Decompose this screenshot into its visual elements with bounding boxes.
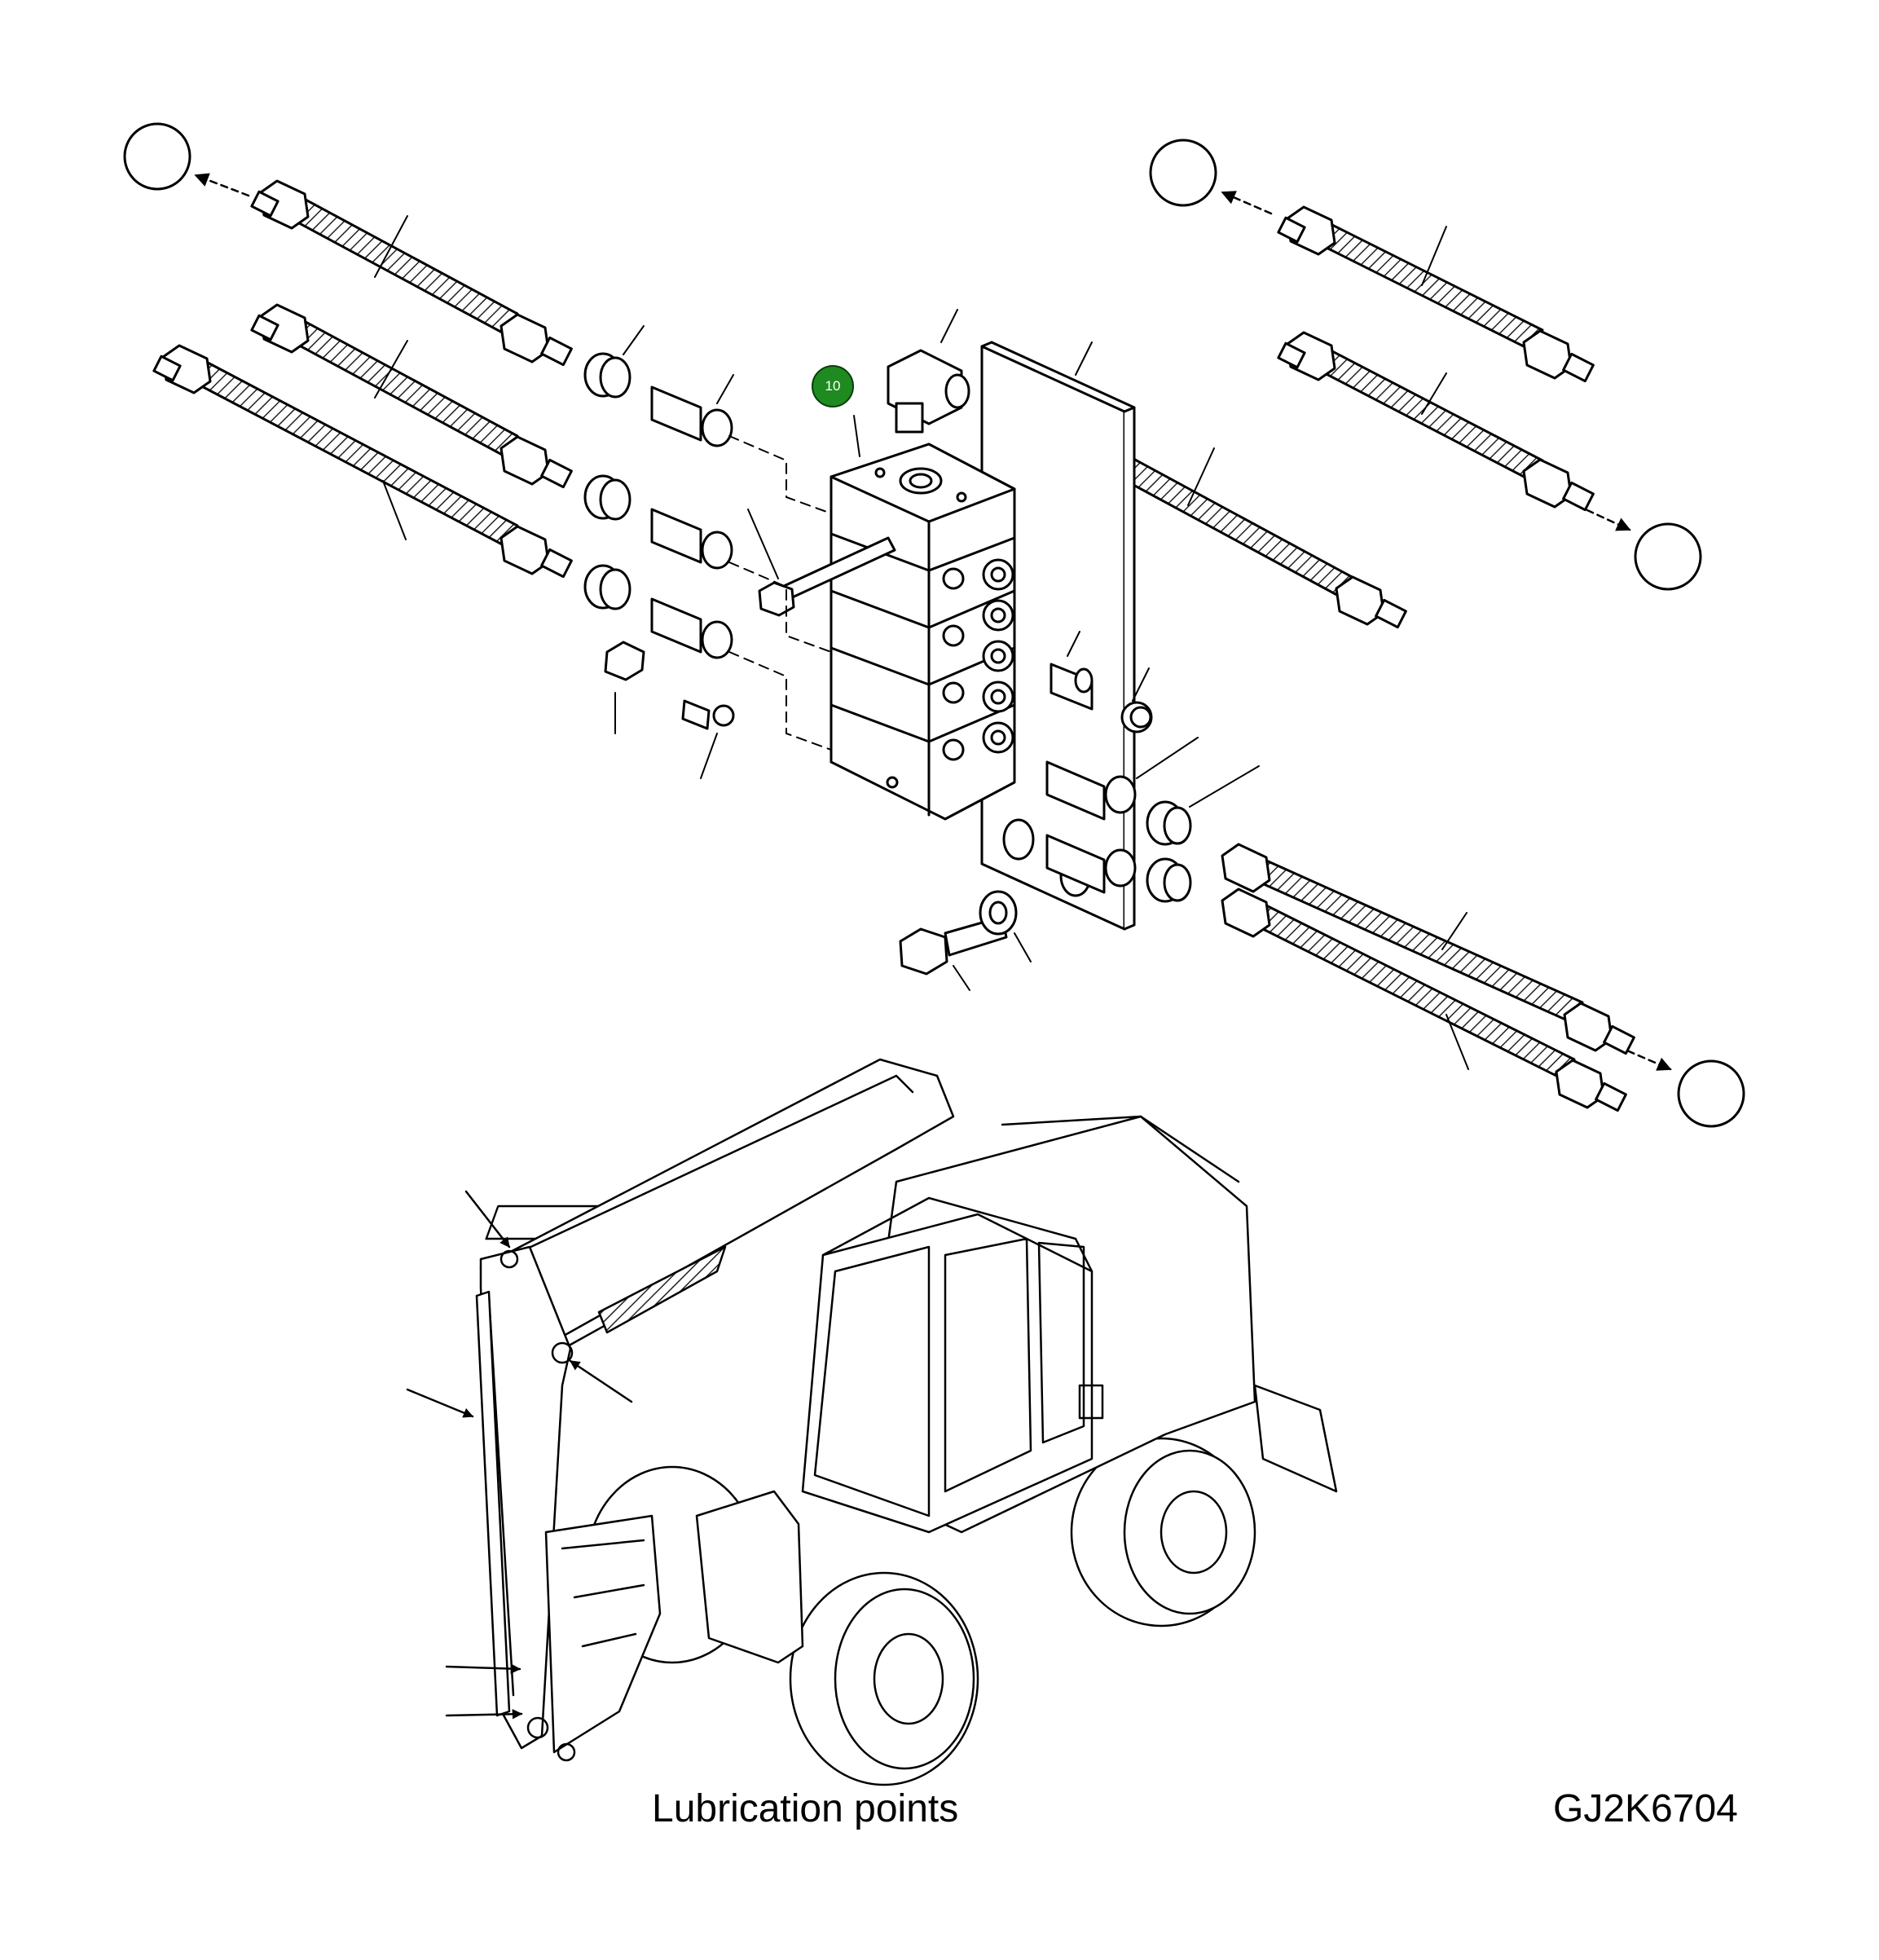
arrow-to-top-right [1221, 191, 1273, 215]
mounting-bolt[interactable] [899, 890, 1032, 991]
arrow-to-mid-right [1575, 504, 1631, 531]
reference-circles [123, 122, 1745, 1128]
hose-left-3[interactable] [152, 344, 573, 579]
excavator-illustration [475, 1058, 1338, 1786]
diagram-caption: Lubrication points [652, 1787, 959, 1830]
ref-circle-bottom-right [1677, 1059, 1745, 1128]
hose-left-1[interactable] [250, 179, 573, 367]
ref-circle-mid-right [1634, 522, 1702, 591]
flow-arrows [194, 173, 1672, 1071]
hose-right-4[interactable] [1221, 888, 1627, 1112]
arrow-to-top-left [194, 173, 250, 197]
hose-right-2[interactable] [1277, 331, 1595, 512]
ref-circle-top-left [123, 122, 191, 191]
hose-right-1[interactable] [1277, 205, 1595, 383]
left-fittings[interactable] [583, 325, 832, 779]
lubrication-point-arrows [406, 1190, 633, 1720]
drawing-code: GJ2K6704 [1553, 1787, 1738, 1830]
distributor-block[interactable] [829, 415, 1016, 821]
elbow-fitting[interactable] [887, 309, 970, 434]
hose-left-2[interactable] [250, 303, 573, 489]
right-fittings[interactable] [1045, 631, 1260, 903]
arrow-to-bottom-right [1616, 1045, 1672, 1071]
callout-number-badge[interactable]: 10 [812, 365, 854, 407]
ref-circle-top-right [1149, 139, 1217, 207]
hose-right-3[interactable] [1221, 843, 1635, 1055]
